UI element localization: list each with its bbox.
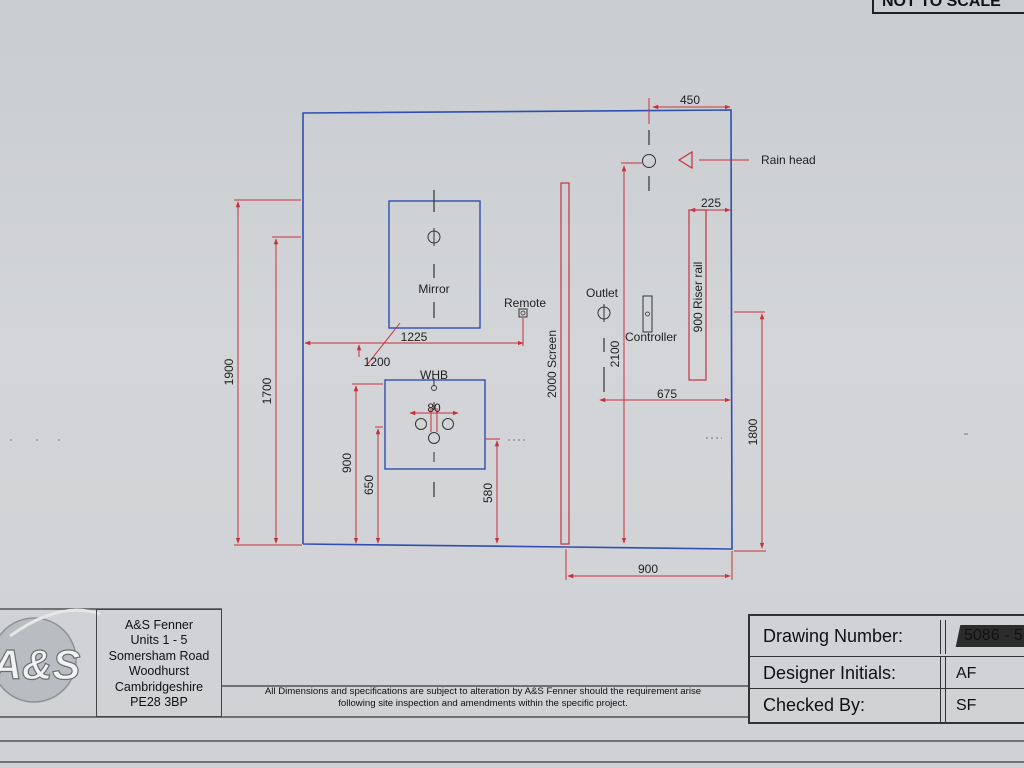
scale-note: NOT TO SCALE [882,0,1001,10]
whb-label: WHB [420,368,448,382]
drawing-number-row: Drawing Number: 5086 - 5 [750,620,1024,654]
room-outline [302,109,733,550]
disclaimer-line: All Dimensions and specifications are su… [264,686,702,697]
margin-marks [10,433,968,441]
address-line: A&S Fenner [124,618,194,632]
dim-1900: 1900 [222,358,236,385]
dim-900-bottom: 900 [638,562,658,576]
company-logo: A&S [0,608,101,703]
remote-icon [518,308,528,318]
disclaimer-text: All Dimensions and specifications are su… [222,686,744,710]
drawing-number-value: 5086 - 5 [964,627,1023,644]
checked-by-label: Checked By: [763,695,866,715]
dim-900-whb: 900 [340,453,354,473]
not-to-scale-box: NOT TO SCALE [872,0,1024,14]
outlet-symbol [597,304,611,392]
screen-label: 2000 Screen [545,330,559,398]
rain-head-label: Rain head [761,153,816,167]
address-line: Somersham Road [108,648,210,663]
address-line: Cambridgeshire [114,679,204,694]
dim-2100: 2100 [608,340,622,367]
disclaimer-line: following site inspection and amendments… [338,698,628,709]
dim-80: 80 [427,401,441,415]
address-line: PE28 3BP [130,695,188,710]
designer-initials-value: AF [956,665,977,682]
dim-1800: 1800 [746,418,760,445]
dim-1200: 1200 [364,355,391,369]
dim-450: 450 [680,93,700,107]
whb-basin [384,378,486,497]
checked-by-row: Checked By: SF [750,688,1024,722]
designer-initials-row: Designer Initials: AF [750,656,1024,690]
dimension-lines [234,98,766,580]
dim-580: 580 [481,483,495,503]
controller-label: Controller [625,330,677,344]
drawing-number-label: Drawing Number: [763,626,904,646]
address-line: Woodhurst [128,664,190,679]
logo-text: A&S [0,641,80,688]
controller-symbol [642,295,653,333]
dim-650: 650 [362,475,376,495]
outlet-label: Outlet [586,286,619,300]
rain-head-symbol [642,130,749,191]
separator [940,620,946,654]
separator [940,657,946,690]
title-block: Drawing Number: 5086 - 5 Designer Initia… [748,614,1024,724]
mirror-label: Mirror [418,282,449,296]
riser-rail-label: 900 Riser rail [691,262,705,333]
company-address-box: A&S Fenner Units 1 - 5 Somersham Road Wo… [96,609,222,717]
mirror [388,190,481,329]
dim-1225: 1225 [401,330,428,344]
dim-1700: 1700 [260,377,274,404]
dim-675: 675 [657,387,677,401]
shower-screen [560,182,570,545]
checked-by-value: SF [956,697,977,714]
remote-label: Remote [504,296,546,310]
separator [940,689,946,722]
address-line: Units 1 - 5 [130,633,188,648]
dim-225: 225 [701,196,721,210]
designer-initials-label: Designer Initials: [763,663,897,683]
